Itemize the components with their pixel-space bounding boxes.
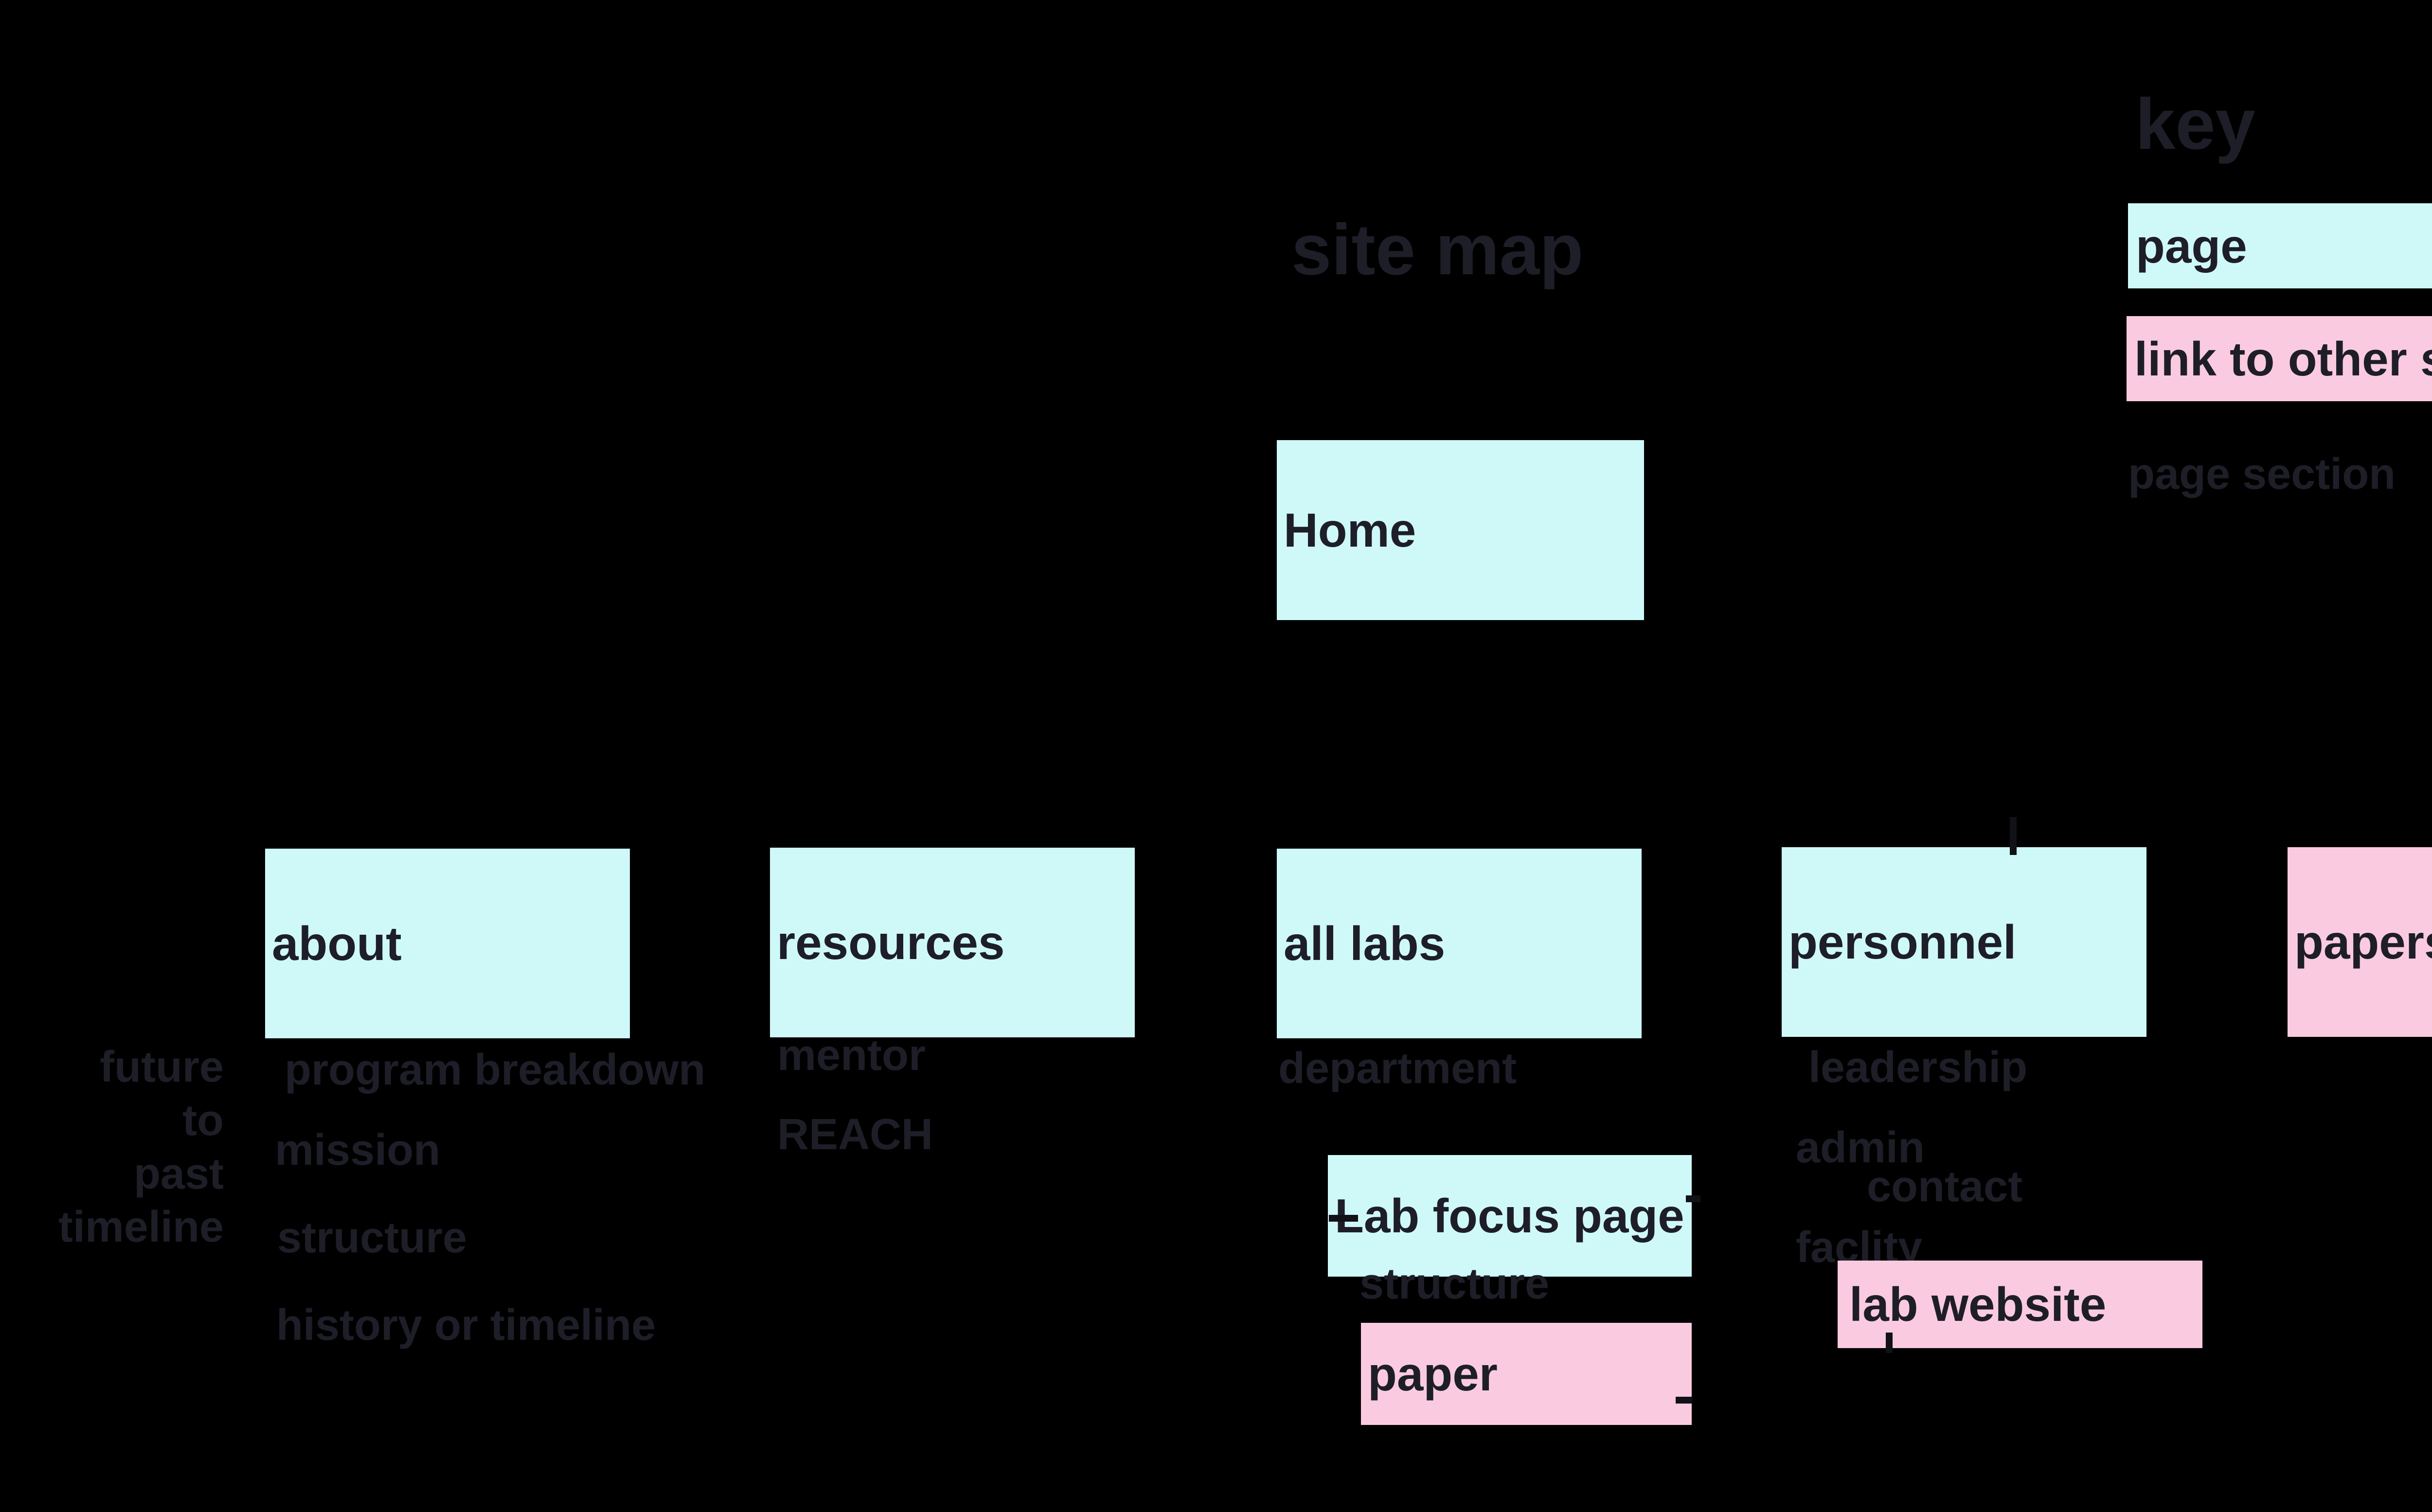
section-personnel-admin: admin [1796,1123,1925,1172]
key-page-label: page [2136,219,2247,273]
node-resources[interactable]: resources [770,848,1135,1037]
node-about[interactable]: about [265,849,630,1038]
key-link-swatch: link to other site [2127,316,2432,401]
node-all-labs-label: all labs [1284,917,1446,970]
section-about-structure: structure [277,1213,467,1262]
key-title: key [2135,84,2255,164]
page-title: site map [1291,210,1584,290]
lab-website-bottom-connector-tick [1886,1333,1893,1353]
left-timeline-note: future to past timeline [58,1043,224,1252]
section-about-mission: mission [275,1126,441,1174]
node-about-label: about [272,917,402,970]
key-page-swatch: page [2128,203,2432,288]
section-resources-reach: REACH [777,1110,933,1159]
key-link-label: link to other site [2134,332,2432,386]
node-personnel[interactable]: personnel [1782,847,2146,1037]
section-about-history-or-timeline: history or timeline [276,1301,656,1350]
node-resources-label: resources [777,916,1005,969]
section-personnel-leadership: leadership [1808,1043,2028,1092]
personnel-top-connector-tick [2010,817,2017,855]
node-home-label: Home [1284,503,1416,557]
node-all-labs[interactable]: all labs [1277,849,1642,1038]
section-lab-focus-page-structure: structure [1359,1260,1550,1308]
section-resources-mentor: mentor [777,1031,926,1080]
node-papers-link[interactable]: papers link [2288,847,2432,1037]
paper-bottom-connector-tick [1676,1397,1692,1404]
node-lab-focus-page-label: Lab focus page [1335,1189,1684,1243]
section-about-program-breakdown: program breakdown [285,1046,706,1094]
node-paper[interactable]: paper [1361,1323,1692,1425]
node-lab-website[interactable]: lab website [1838,1261,2202,1348]
node-lab-focus-page[interactable]: Lab focus page [1328,1155,1692,1277]
section-personnel-contact: contact [1867,1162,2023,1211]
lab-focus-page-underline-tick [1329,1215,1358,1222]
section-all-labs-department: department [1278,1044,1517,1093]
node-lab-website-label: lab website [1849,1278,2107,1331]
node-personnel-label: personnel [1788,915,2017,969]
node-papers-link-label: papers link [2294,915,2432,969]
lab-focus-page-right-connector-tick [1686,1195,1700,1202]
node-paper-label: paper [1368,1347,1498,1401]
key-page-section-label: page section [2128,450,2396,498]
node-home[interactable]: Home [1277,440,1644,620]
